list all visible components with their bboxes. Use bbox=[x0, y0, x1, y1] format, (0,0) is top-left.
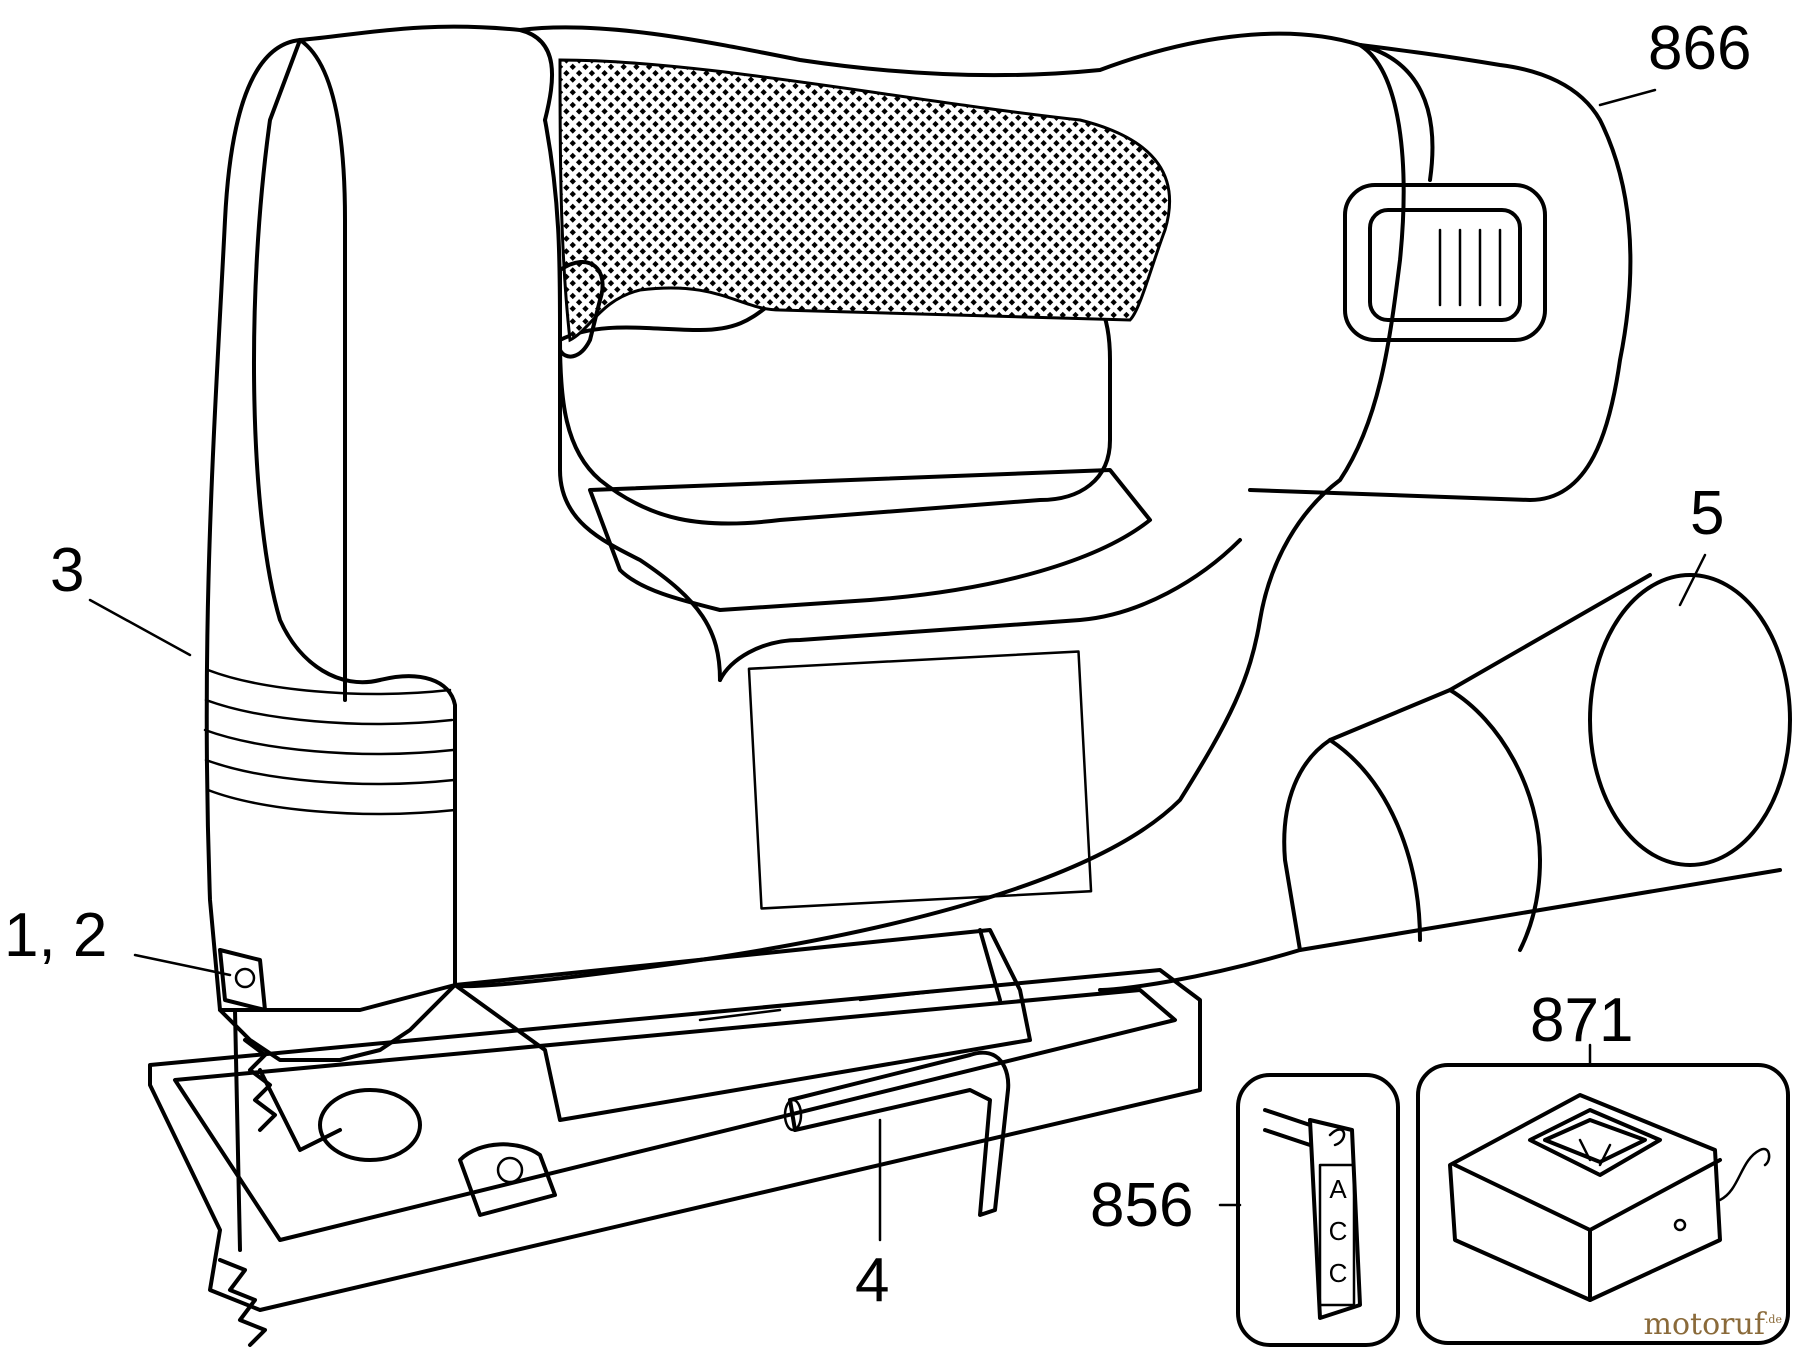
label-4: 4 bbox=[855, 1246, 890, 1315]
watermark-suffix: .de bbox=[1764, 1313, 1782, 1326]
motor-housing bbox=[203, 24, 555, 1012]
charger bbox=[1416, 1063, 1790, 1345]
dust-adapter bbox=[1098, 573, 1792, 992]
saw-blade bbox=[218, 1038, 277, 1347]
battery-pack bbox=[1236, 1073, 1400, 1347]
label-871: 871 bbox=[1530, 986, 1634, 1055]
battery-letter: A bbox=[1329, 1174, 1347, 1204]
base-plate bbox=[148, 928, 1202, 1312]
label-1-2: 1, 2 bbox=[4, 901, 108, 970]
battery-letter: C bbox=[1328, 1216, 1348, 1246]
hex-key bbox=[783, 1050, 1011, 1217]
battery-label: A C C bbox=[1321, 1168, 1355, 1294]
watermark-text: motoruf bbox=[1643, 1307, 1765, 1342]
battery-release-button bbox=[1343, 183, 1547, 342]
grip-texture bbox=[558, 58, 1172, 343]
label-3: 3 bbox=[50, 536, 85, 605]
label-866: 866 bbox=[1648, 14, 1752, 83]
label-5: 5 bbox=[1690, 479, 1725, 548]
leader-lines bbox=[88, 88, 1707, 1242]
handle-body bbox=[453, 25, 1633, 989]
label-856: 856 bbox=[1090, 1171, 1194, 1240]
blade-clamp bbox=[218, 948, 457, 1252]
watermark: motoruf.de bbox=[1644, 1307, 1782, 1342]
trigger bbox=[558, 259, 605, 359]
battery-letter: C bbox=[1328, 1258, 1348, 1288]
